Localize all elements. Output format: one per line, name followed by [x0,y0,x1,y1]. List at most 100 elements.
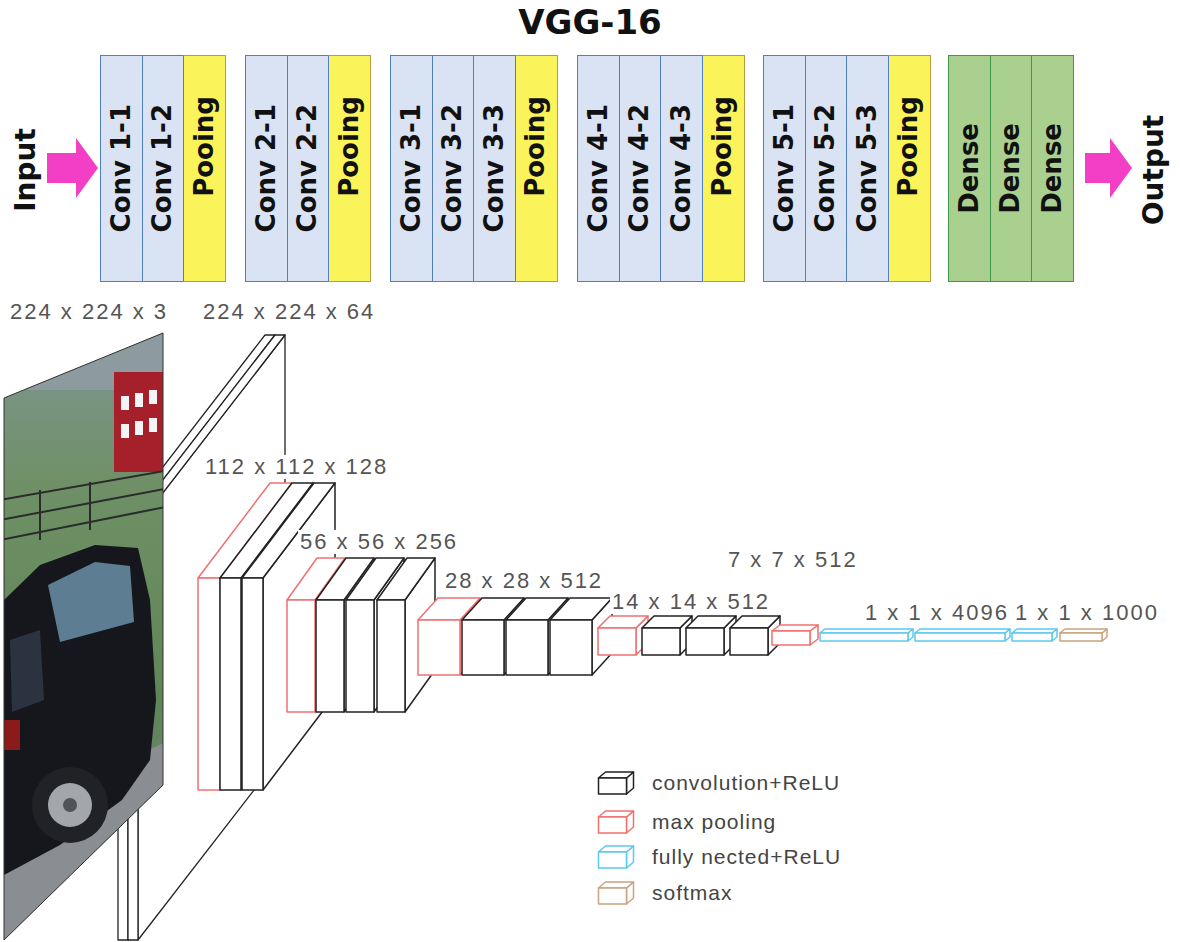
block-front-face [1060,633,1102,641]
legend-swatch [597,844,635,870]
dense-layer-box: Dense [1031,55,1074,282]
conv-layer-box: Conv 1-2 [142,55,185,282]
block-front-face [820,633,908,641]
layer-name: Dense [996,123,1026,214]
block-top-face [599,846,634,852]
block-front-face [418,620,460,675]
block-front-face [377,600,405,712]
pooling-layer-box: Pooing [183,55,226,282]
conv-layer-box: Conv 5-1 [763,55,806,282]
legend-item: fully nected+ReLU [597,844,841,870]
layer-name: Conv 1-2 [148,104,178,232]
conv-layer-box: Conv 3-2 [432,55,475,282]
dimension-label: 224 x 224 x 64 [201,300,377,324]
block-top-face [377,558,435,600]
conv-layer-box: Conv 4-1 [577,55,620,282]
block-front-face [599,778,627,794]
legend-text: max pooling [652,810,776,834]
output-label: Output [1139,115,1170,225]
layer-name: Conv 3-2 [438,104,468,232]
block-front-face [730,628,768,655]
conv-layer-box: Conv 3-1 [390,55,433,282]
conv-layer-box: Conv 4-3 [660,55,703,282]
output-arrow [1085,138,1132,198]
dimension-label: 14 x 14 x 512 [610,590,772,614]
dense-layer-box: Dense [990,55,1033,282]
input-arrow [47,138,98,198]
block-front-face [598,628,636,655]
block-front-face [242,578,263,790]
dimension-label: 7 x 7 x 512 [726,548,860,572]
block-top-face [599,882,634,888]
block-front-face [599,852,627,868]
diagram-title: VGG-16 [0,2,1180,42]
layer-name: Conv 4-1 [584,104,614,232]
conv-layer-box: Conv 3-3 [473,55,516,282]
block-front-face [550,620,592,675]
layer-name: Dense [955,123,985,214]
layer-name: Conv 4-3 [667,104,697,232]
dimension-label: 28 x 28 x 512 [443,569,605,593]
conv-layer-box: Conv 2-1 [245,55,288,282]
dimension-label: 224 x 224 x 3 [8,300,170,324]
legend-swatch [597,809,635,835]
layer-name: Conv 2-1 [252,104,282,232]
dimension-label: 56 x 56 x 256 [298,530,460,554]
block-front-face [316,600,344,712]
block-front-face [772,631,810,645]
block-top-face [599,772,634,778]
conv-layer-box: Conv 4-2 [619,55,662,282]
legend-swatch [597,880,635,906]
input-photo [0,330,170,942]
block-top-face [599,811,634,817]
layer-name: Conv 5-1 [770,104,800,232]
block-top-face [772,625,818,631]
layer-name: Conv 3-1 [397,104,427,232]
legend-text: convolution+ReLU [652,771,840,795]
layer-name: Pooing [894,96,924,197]
block-front-face [1012,633,1052,641]
pooling-layer-box: Pooing [328,55,371,282]
block-front-face [642,628,680,655]
layer-name: Pooing [190,96,220,197]
block-front-face [506,620,548,675]
block-top-face [550,598,612,620]
layer-name: Dense [1038,123,1068,214]
layer-blocks [198,483,1107,790]
block-front-face [287,600,315,712]
layer-name: Pooing [708,96,738,197]
input-label: Input [11,128,42,212]
block-front-face [599,888,627,904]
block-front-face [915,633,1005,641]
block-top-face [642,616,692,628]
layer-name: Conv 3-3 [480,104,510,232]
legend-text: softmax [652,881,733,905]
layer-name: Pooing [521,96,551,197]
block-front-face [220,578,241,790]
pooling-layer-box: Pooing [888,55,931,282]
dimension-label: 112 x 112 x 128 [203,455,390,479]
block-top-face [686,616,736,628]
block-front-face [599,817,627,833]
legend-item: softmax [597,880,733,906]
dimension-label: 1 x 1 x 4096 [863,601,1011,625]
dense-layer-box: Dense [948,55,991,282]
pooling-layer-box: Pooing [515,55,558,282]
legend-item: max pooling [597,809,776,835]
legend-text: fully nected+ReLU [652,845,841,869]
pooling-layer-box: Pooing [702,55,745,282]
conv-layer-box: Conv 5-3 [846,55,889,282]
layer-name: Conv 4-2 [625,104,655,232]
layer-name: Conv 1-1 [107,104,137,232]
block-front-face [346,600,374,712]
block-front-face [462,620,504,675]
conv-layer-box: Conv 1-1 [100,55,143,282]
block-top-face [598,616,648,628]
block-top-face [730,616,780,628]
conv-layer-box: Conv 2-2 [287,55,330,282]
layer-name: Conv 5-2 [811,104,841,232]
dimension-label: 1 x 1 x 1000 [1013,601,1161,625]
block-front-face [686,628,724,655]
legend-swatch [597,770,635,796]
